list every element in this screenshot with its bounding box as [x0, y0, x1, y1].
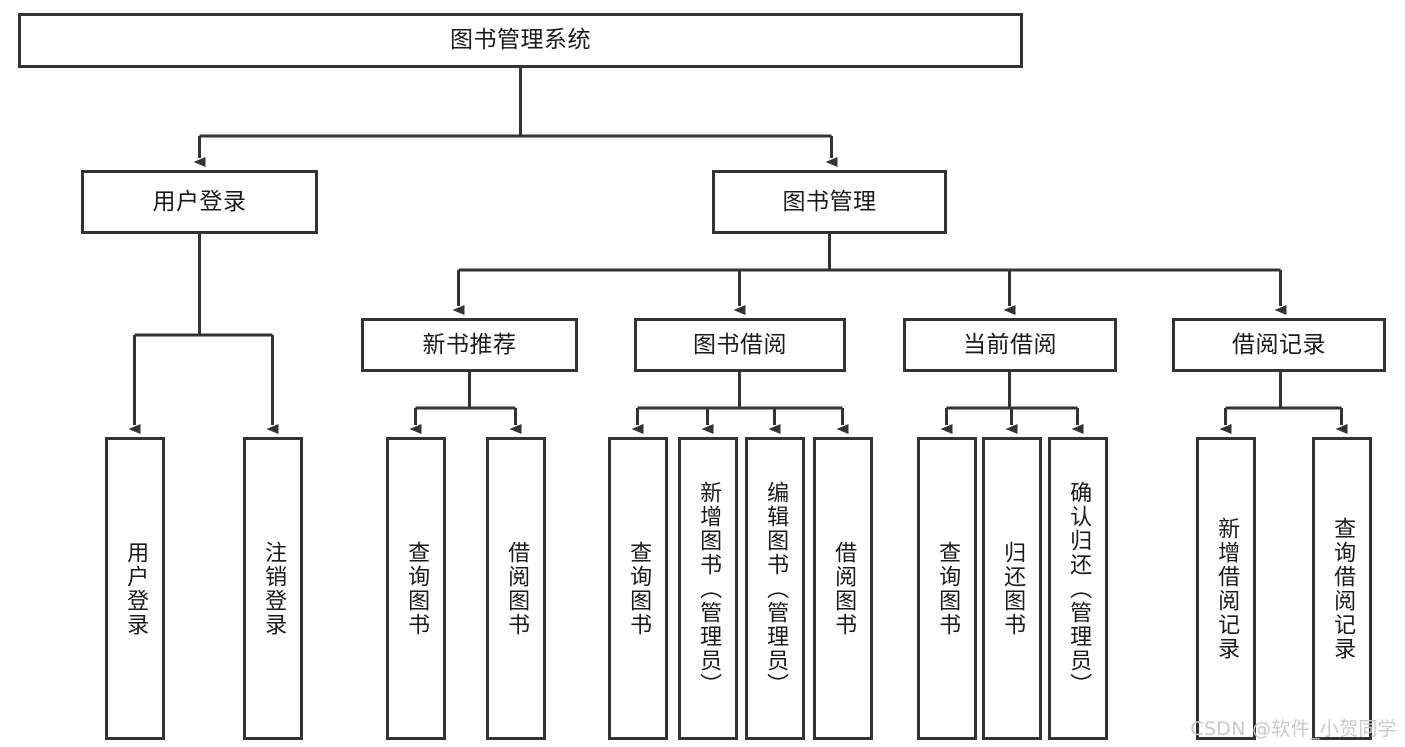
leaf-user-login-login[interactable]: 用户登录: [105, 437, 165, 740]
leaf-book-borrow-query-book-label: 查询图书: [626, 540, 652, 637]
node-root-book-management-system[interactable]: 图书管理系统: [18, 13, 1023, 68]
leaf-new-book-borrow-book[interactable]: 借阅图书: [486, 437, 546, 740]
node-user-login[interactable]: 用户登录: [81, 170, 318, 234]
leaf-borrow-record-query-record-label: 查询借阅记录: [1330, 516, 1356, 661]
leaf-current-borrow-confirm-return-label: 确认归还（管理员）: [1066, 480, 1092, 697]
leaf-book-borrow-borrow-book[interactable]: 借阅图书: [813, 437, 873, 740]
node-current-borrow[interactable]: 当前借阅: [903, 318, 1117, 372]
leaf-current-borrow-confirm-return[interactable]: 确认归还（管理员）: [1048, 437, 1108, 740]
node-user-login-label: 用户登录: [152, 188, 247, 215]
leaf-user-login-login-label: 用户登录: [123, 540, 149, 637]
leaf-new-book-borrow-book-label: 借阅图书: [504, 540, 530, 637]
node-new-book-recommend-label: 新书推荐: [422, 331, 517, 358]
leaf-borrow-record-add-record[interactable]: 新增借阅记录: [1196, 437, 1256, 740]
leaf-current-borrow-return-book[interactable]: 归还图书: [982, 437, 1042, 740]
leaf-current-borrow-query-book-label: 查询图书: [935, 540, 961, 637]
node-book-management-label: 图书管理: [782, 188, 877, 215]
node-book-borrow[interactable]: 图书借阅: [634, 318, 846, 372]
node-root-label: 图书管理系统: [450, 27, 591, 54]
leaf-new-book-query-book[interactable]: 查询图书: [386, 437, 446, 740]
leaf-book-borrow-borrow-book-label: 借阅图书: [831, 540, 857, 637]
leaf-user-login-logout[interactable]: 注销登录: [243, 437, 303, 740]
node-borrow-record-label: 借阅记录: [1232, 331, 1326, 358]
node-borrow-record[interactable]: 借阅记录: [1172, 318, 1386, 372]
leaf-current-borrow-query-book[interactable]: 查询图书: [917, 437, 977, 740]
leaf-borrow-record-add-record-label: 新增借阅记录: [1214, 516, 1240, 661]
leaf-current-borrow-return-book-label: 归还图书: [1000, 540, 1026, 637]
leaf-borrow-record-query-record[interactable]: 查询借阅记录: [1312, 437, 1372, 740]
leaf-book-borrow-query-book[interactable]: 查询图书: [608, 437, 668, 740]
leaf-user-login-logout-label: 注销登录: [261, 540, 287, 637]
node-current-borrow-label: 当前借阅: [963, 331, 1057, 358]
leaf-book-borrow-edit-book-label: 编辑图书（管理员）: [763, 480, 789, 697]
leaf-book-borrow-add-book[interactable]: 新增图书（管理员）: [678, 437, 738, 740]
leaf-book-borrow-add-book-label: 新增图书（管理员）: [696, 480, 722, 697]
leaf-book-borrow-edit-book[interactable]: 编辑图书（管理员）: [745, 437, 805, 740]
node-book-borrow-label: 图书借阅: [693, 331, 787, 358]
csdn-watermark: CSDN @软件_小贺同学: [1190, 718, 1397, 740]
node-book-management[interactable]: 图书管理: [712, 170, 947, 234]
leaf-new-book-query-book-label: 查询图书: [404, 540, 430, 637]
node-new-book-recommend[interactable]: 新书推荐: [361, 318, 578, 372]
